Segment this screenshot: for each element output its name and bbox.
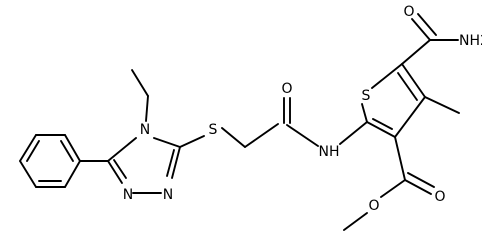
atom-label-s-thioether: S: [209, 122, 218, 138]
bond-ester-c-o-ether: [380, 179, 406, 198]
bond-phenyl-6: [64, 134, 81, 162]
bond-ethyl-ch2-ch3: [131, 69, 149, 97]
bond-phenyl-4b: [26, 140, 40, 162]
atom-label-o-carboxamide: O: [403, 4, 414, 20]
atom-label-nh2-carboxamide: NH2: [459, 33, 482, 49]
atom-label-s-thiophene: S: [362, 88, 371, 104]
bond-ch2-co: [244, 123, 279, 148]
bond-thio-c5-c4: [401, 63, 426, 98]
atom-label-o-ester-carbonyl: O: [434, 189, 445, 205]
bond-s-ch2: [221, 127, 246, 148]
bond-nh-thiophene: [339, 121, 368, 145]
bond-n4-ethyl-ch2: [145, 95, 149, 122]
bond-phenyl-1: [64, 160, 81, 188]
bond-c3-ester-c: [394, 136, 406, 181]
bond-triazole-c3-n2: [171, 146, 181, 179]
bond-thio-c3-c2b: [372, 118, 393, 130]
bond-ester-c-o-carbonylb: [407, 172, 435, 188]
bond-triazole-n1-c5b: [113, 159, 127, 179]
bond-c5-conh2: [401, 39, 431, 65]
atom-label-n2-triazole: N: [163, 187, 173, 203]
bond-triazole-c3-n2b: [166, 149, 175, 177]
bond-thio-c4-c3: [394, 96, 426, 138]
bonds: [19, 13, 460, 231]
bond-c3-s: [179, 135, 205, 148]
atom-label-nh-amide: NH: [319, 144, 340, 160]
bond-thio-s-c5: [371, 63, 403, 89]
bond-triazole-c5-n4: [107, 137, 137, 162]
atom-label-o-amide: O: [281, 81, 292, 97]
atom-labels: S S NH N N N O O NH2 O O: [123, 4, 482, 214]
bond-phenyl-3: [19, 160, 37, 188]
bond-c4-methyl: [424, 96, 460, 114]
bond-conh2-ob: [417, 13, 437, 36]
bond-thio-c5-c4b: [397, 72, 418, 101]
bond-thio-c2-s: [361, 103, 368, 123]
atom-label-o-ester-ether: O: [368, 198, 379, 214]
bond-phenyl-6b: [60, 140, 74, 162]
bond-co-nh: [286, 124, 319, 147]
bond-ester-o-methyl: [343, 212, 368, 231]
bond-thio-c3-c2: [366, 121, 396, 138]
atom-label-n1-triazole: N: [123, 187, 133, 203]
bond-triazole-n4-c3: [153, 137, 181, 148]
bond-conh2-o: [411, 18, 431, 41]
bond-phenyl-4: [19, 134, 37, 162]
bond-triazole-n1-c5: [107, 160, 123, 184]
atom-label-n4-triazole: N: [140, 122, 150, 138]
bond-ester-c-o-carbonyl: [404, 179, 432, 195]
